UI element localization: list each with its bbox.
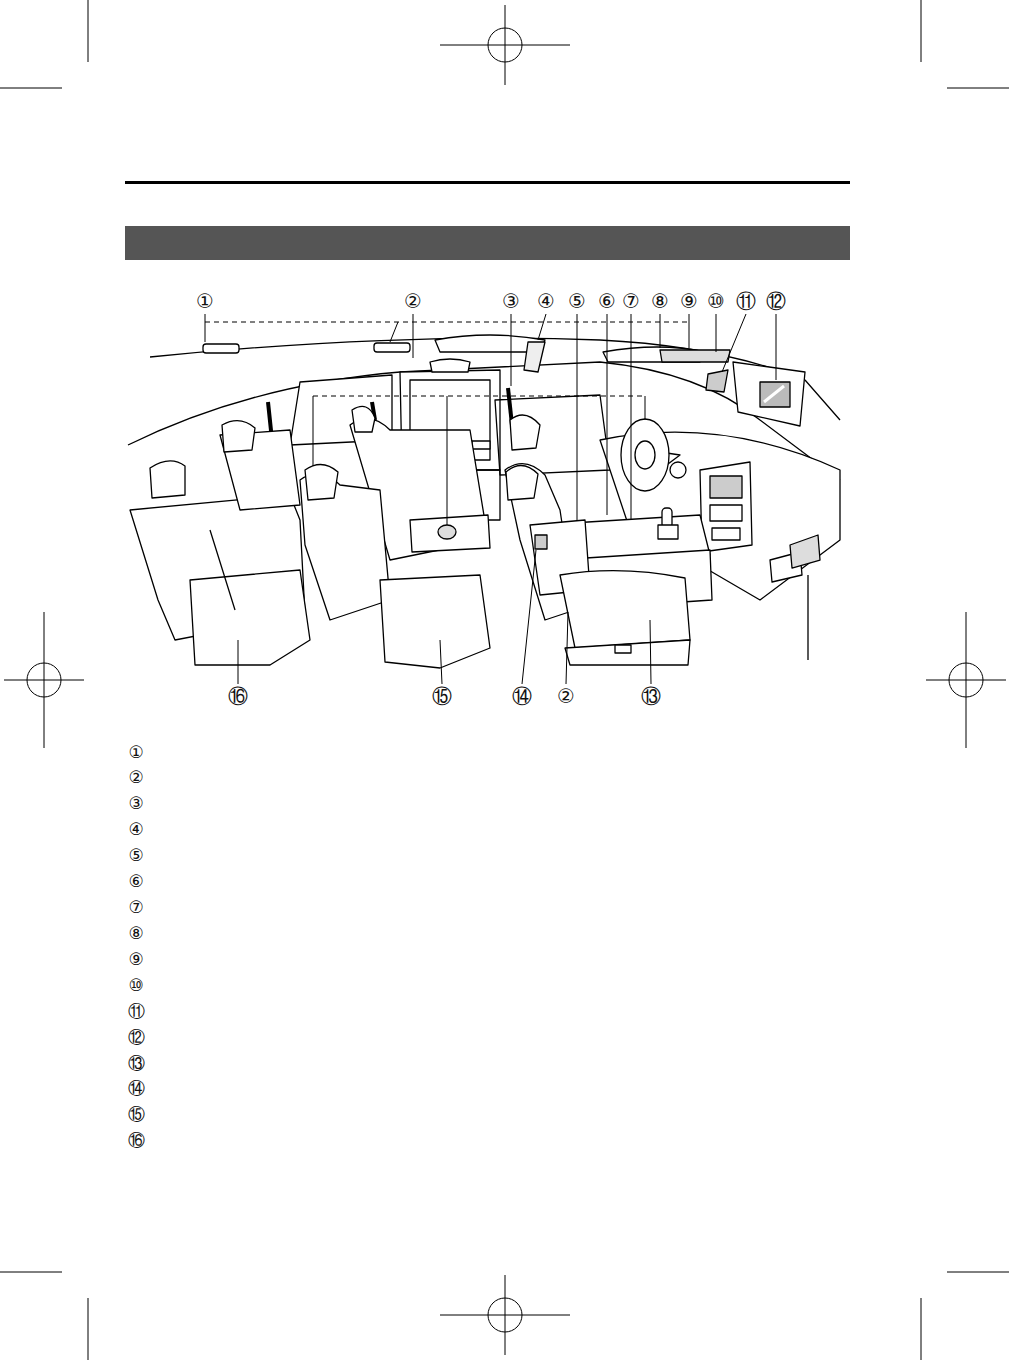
callout-number: ④ [127, 821, 144, 838]
callout-number: ⑯ [127, 1132, 146, 1149]
callout-number: ⑯ [227, 686, 249, 706]
callout-number: ⑮ [127, 1106, 146, 1123]
callout-number: ⑪ [127, 1003, 146, 1020]
callout-number: ③ [501, 291, 521, 311]
callout-number: ⑨ [679, 291, 699, 311]
callout-number: ⑩ [706, 291, 726, 311]
callout-number: ⑩ [127, 977, 144, 994]
callout-number: ⑤ [127, 847, 144, 864]
leader-lines [205, 314, 776, 684]
callout-number: ① [127, 744, 144, 761]
callout-number: ② [403, 291, 423, 311]
callout-number: ① [195, 291, 215, 311]
car-interior [128, 335, 840, 668]
callout-number: ⑦ [621, 291, 641, 311]
callout-number: ⑪ [735, 291, 757, 311]
callout-number: ⑭ [127, 1080, 146, 1097]
callout-number: ⑭ [511, 686, 533, 706]
callout-number: ⑥ [127, 873, 144, 890]
callout-number: ⑧ [650, 291, 670, 311]
callout-number: ⑬ [127, 1055, 146, 1072]
header-rule [125, 181, 850, 184]
section-bar [125, 226, 850, 260]
callout-number: ⑫ [127, 1029, 146, 1046]
callout-number: ⑫ [765, 291, 787, 311]
callout-number: ⑥ [597, 291, 617, 311]
callout-number: ⑬ [640, 686, 662, 706]
callout-number: ② [127, 769, 144, 786]
callout-number: ⑮ [431, 686, 453, 706]
callout-number: ③ [127, 795, 144, 812]
callout-number: ④ [536, 291, 556, 311]
callout-number: ⑨ [127, 951, 144, 968]
callout-number: ⑤ [567, 291, 587, 311]
callout-number: ⑧ [127, 925, 144, 942]
callout-number: ② [556, 686, 576, 706]
callout-number: ⑦ [127, 899, 144, 916]
